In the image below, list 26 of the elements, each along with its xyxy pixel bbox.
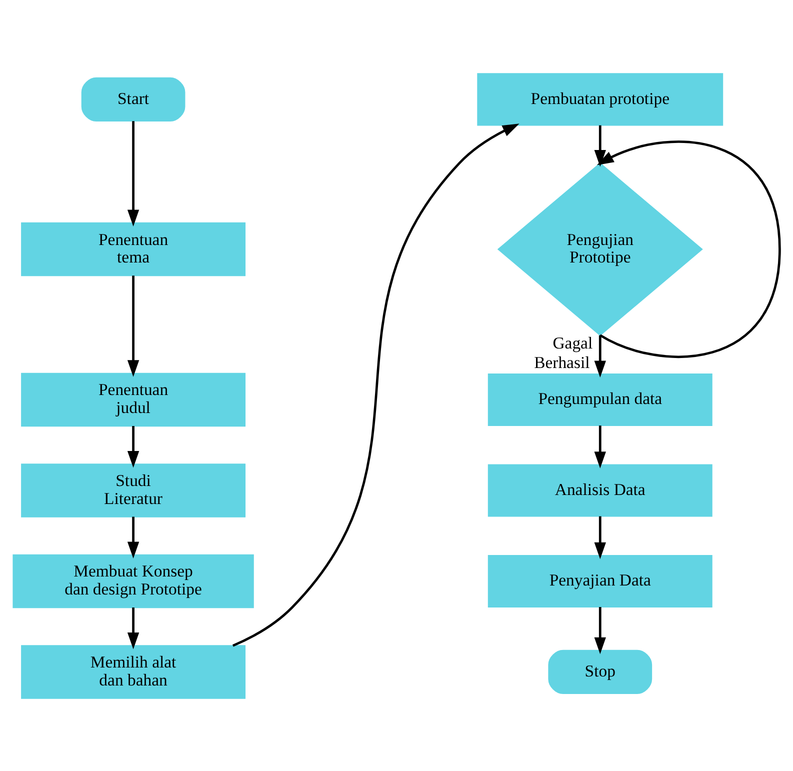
arrow <box>594 606 606 654</box>
node-box: Studi Literatur <box>21 463 246 517</box>
arrow <box>594 425 606 468</box>
arrow <box>127 426 140 468</box>
node-box: Pembuatan prototipe <box>477 72 724 126</box>
node-box: Penentuan tema <box>21 222 246 276</box>
node-box: Penyajian Data <box>488 554 712 607</box>
arrow <box>127 275 140 376</box>
arrow <box>594 124 606 166</box>
node-box: Membuat Konsep dan design Prototipe <box>12 554 254 608</box>
node-box: Penentuan judul <box>21 372 246 426</box>
node-box: Memilih alat dan bahan <box>21 644 246 698</box>
node-box: Analisis Data <box>488 464 712 516</box>
node-box: Start <box>81 76 186 122</box>
arrow <box>594 516 606 559</box>
node-box: Stop <box>548 649 652 694</box>
node-box: Pengumpulan data <box>488 372 712 426</box>
arrow <box>596 140 781 358</box>
edge-label: Gagal <box>552 333 593 352</box>
arrow <box>127 516 140 558</box>
arrow <box>127 120 140 226</box>
arrow <box>232 123 520 646</box>
arrow <box>127 607 140 649</box>
arrow <box>594 334 606 377</box>
node-diamond: Pengujian Prototipe <box>497 162 703 336</box>
edge-label: Berhasil <box>534 352 590 372</box>
